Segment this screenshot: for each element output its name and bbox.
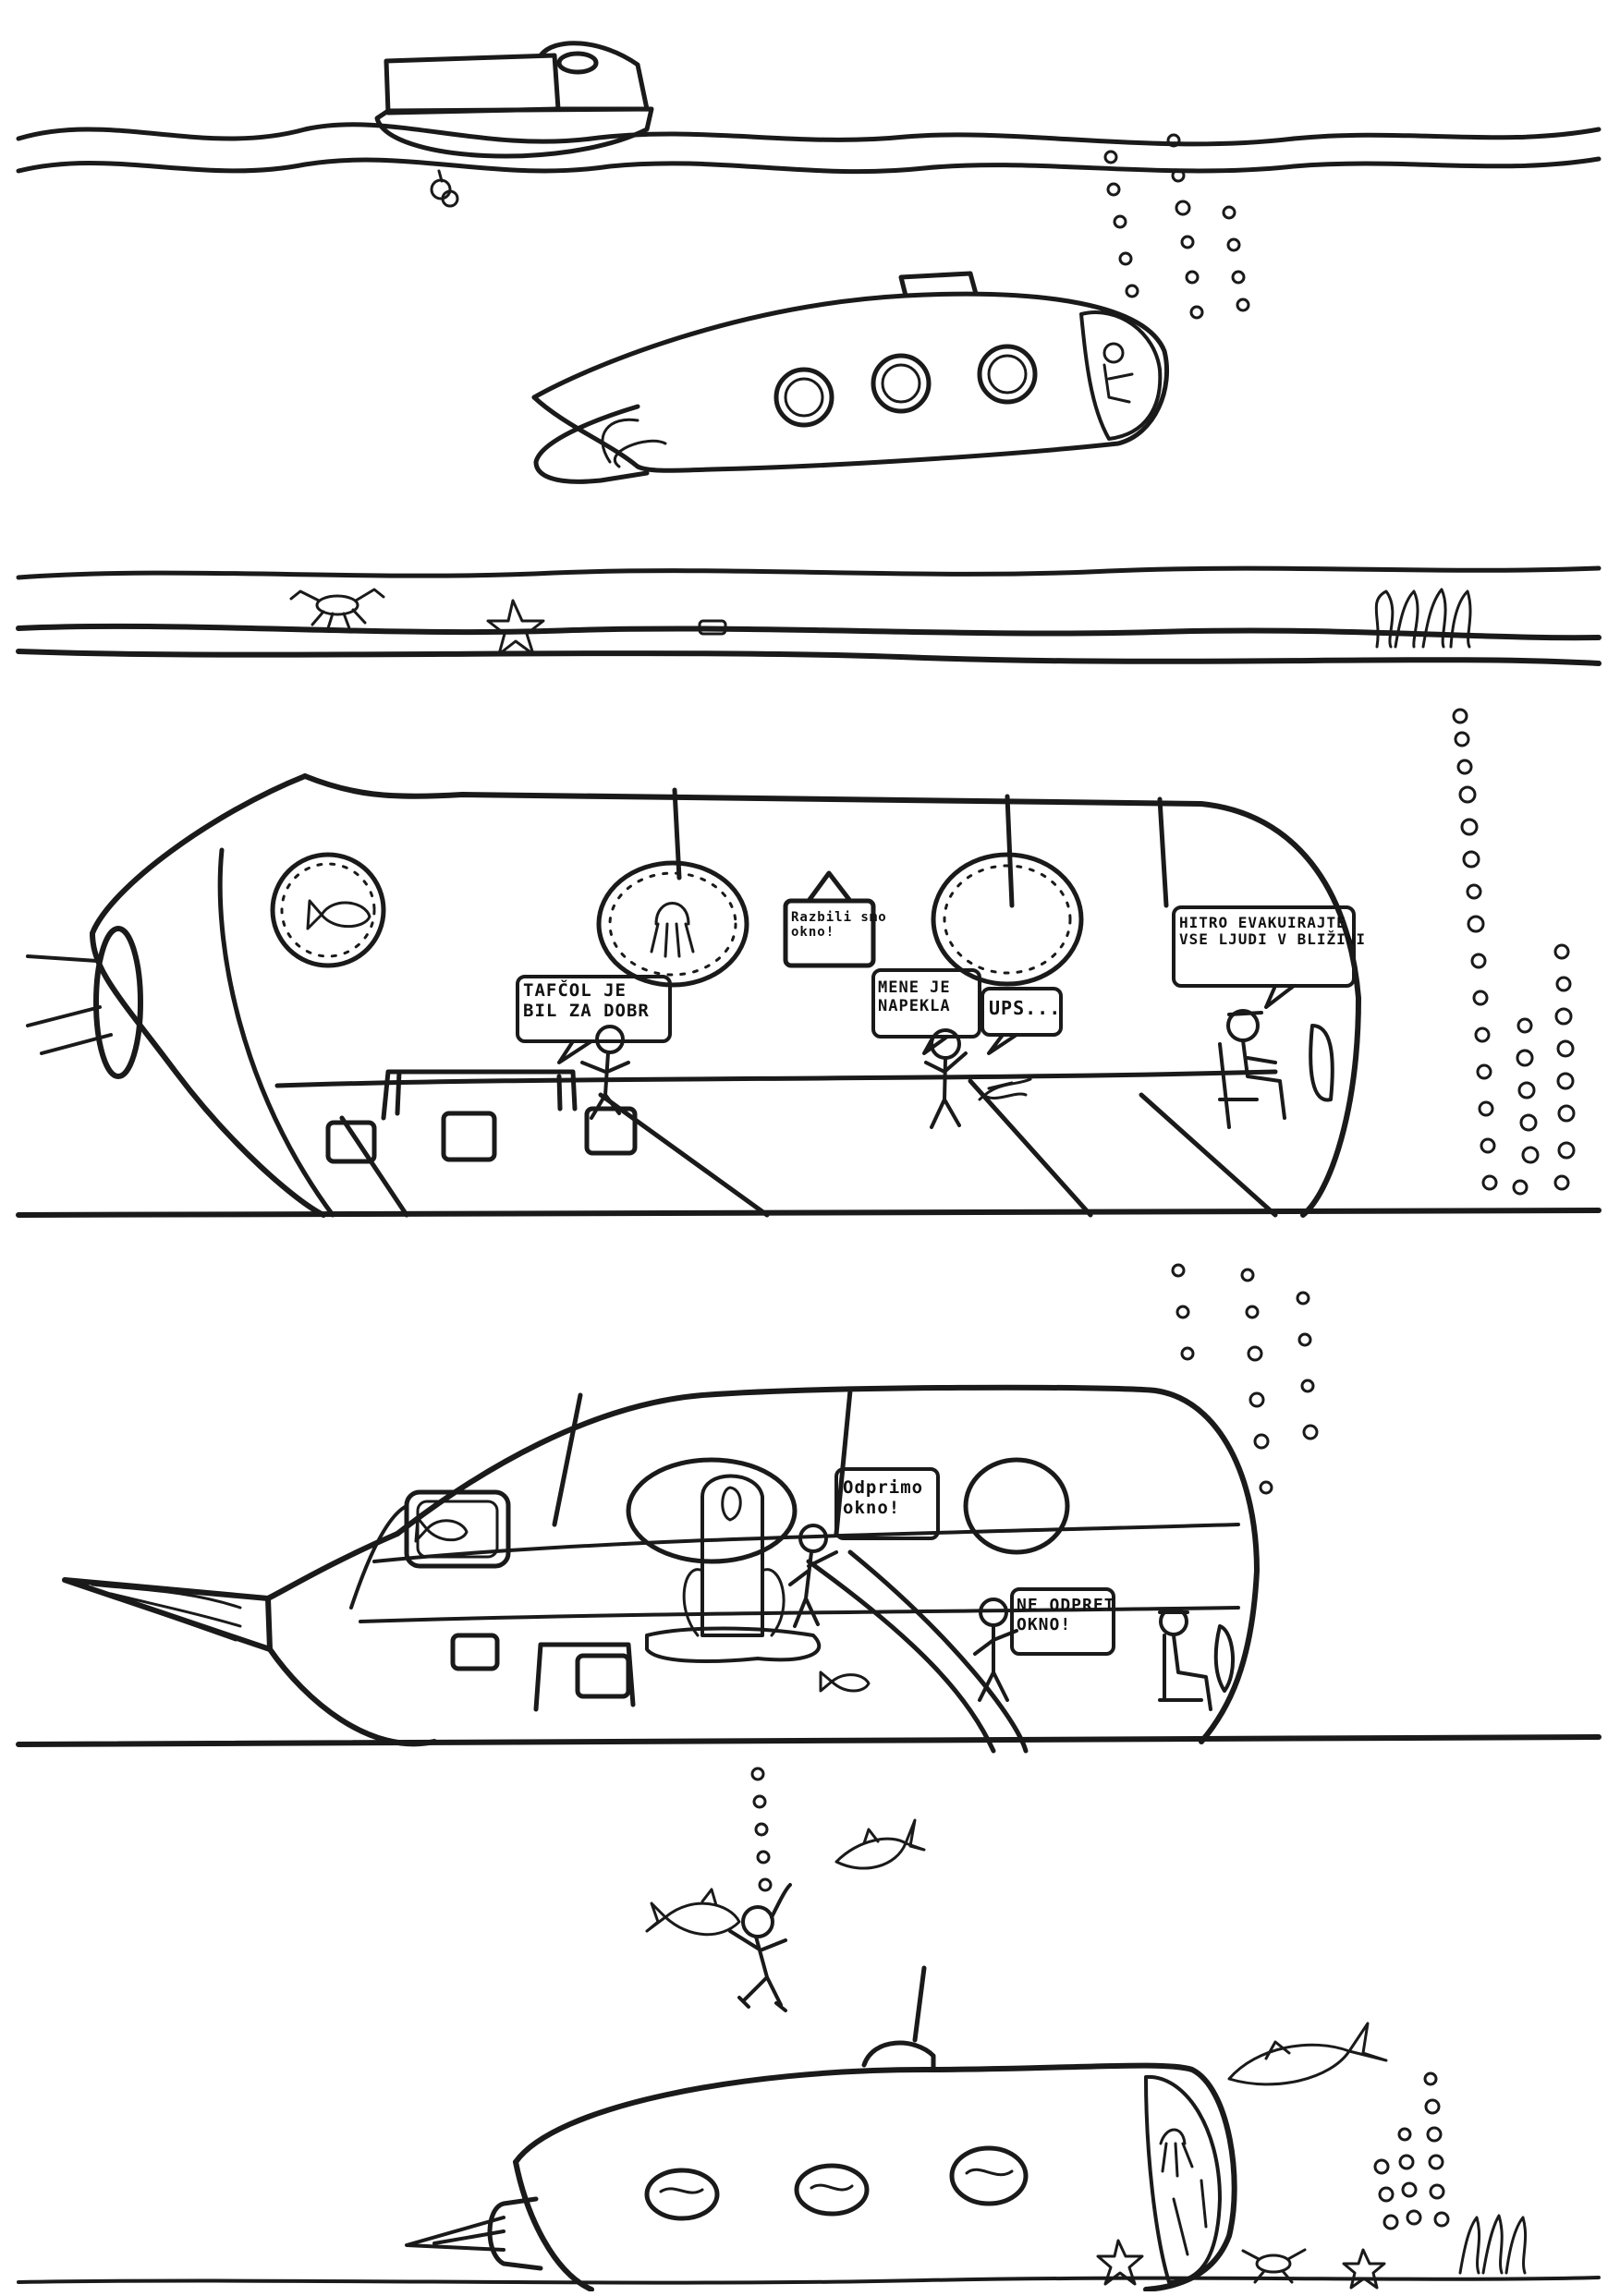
bubbles (1103, 133, 1250, 320)
stick-figure (973, 1597, 1018, 1702)
speech-tafcol: TAFČOL JE BIL ZA DOBR (523, 980, 650, 1021)
starfish (486, 599, 545, 656)
panel-border (16, 1734, 1602, 1747)
speech-evacuate: HITRO EVAKUIRAJTE VSE LJUDI V BLIŽINI (1179, 914, 1367, 949)
speech-odprimo-okno: Odprimo okno! (843, 1477, 924, 1518)
seabed-line (17, 2276, 1601, 2285)
panel-4 (17, 1767, 1601, 2292)
seaweed (1374, 588, 1472, 649)
bubbles (1171, 1263, 1319, 1495)
panel-border (16, 1208, 1602, 1218)
bubbles (1373, 2071, 1450, 2230)
speech-ne-odpret-okno: NE ODPRET OKNO! (1017, 1596, 1115, 1634)
captain (1218, 1009, 1334, 1129)
speech-mene-je-napekla: MENE JE NAPEKLA (878, 978, 951, 1015)
submarine-diving (531, 271, 1170, 484)
captain (1158, 1607, 1236, 1711)
panel-2 (16, 708, 1602, 1218)
starfish (1342, 2248, 1386, 2290)
stick-figure (580, 1025, 630, 1120)
starfish (1096, 2239, 1144, 2286)
diver (728, 1883, 792, 2012)
fish (1227, 2022, 1388, 2086)
fish (834, 1818, 926, 1870)
speech-ups: UPS... (989, 997, 1062, 1019)
panel-1 (16, 41, 1602, 666)
stick-figure (924, 1028, 1032, 1129)
wave-line (16, 122, 1602, 147)
bubbles (1452, 708, 1576, 1196)
crab (1241, 2248, 1307, 2284)
seaweed (1458, 2214, 1528, 2275)
seabed-line (16, 623, 1602, 641)
boat (374, 41, 654, 208)
panel-3 (16, 1263, 1602, 1754)
stick-figure (788, 1524, 838, 1628)
crab (289, 588, 385, 630)
bubbles (750, 1767, 773, 1892)
seabed-line (16, 565, 1602, 580)
wave-line (16, 156, 1602, 175)
fish (645, 1888, 741, 1937)
sign-razbili-smo-okno: Razbili smo okno! (791, 910, 887, 941)
